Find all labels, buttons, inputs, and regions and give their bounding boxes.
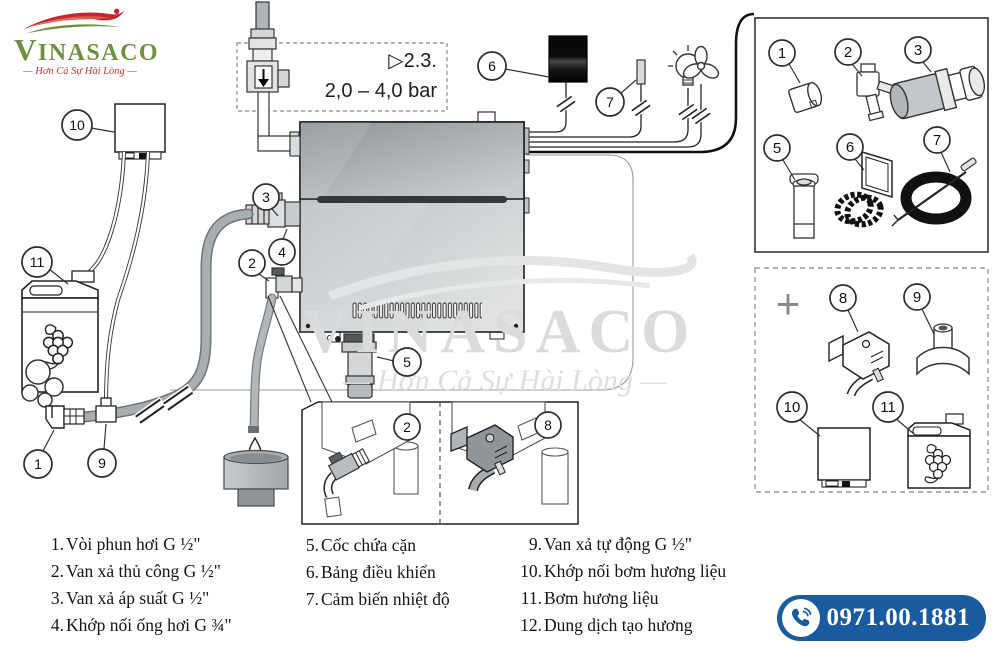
callout-9: 9 [87, 423, 117, 478]
plus-icon: + [776, 280, 801, 327]
control-panel-device [548, 35, 588, 83]
drain-funnel [223, 449, 289, 507]
callout-2: 2 [238, 249, 270, 282]
cable-bundle [524, 12, 755, 154]
svg-text:8: 8 [544, 417, 552, 433]
watermark-brand: VINASACO [303, 298, 698, 366]
svg-text:2: 2 [248, 255, 256, 271]
hotline-number: 0971.00.1881 [826, 604, 970, 631]
svg-text:5: 5 [403, 354, 411, 370]
steam-hose [78, 208, 254, 423]
callout-part-5: 5 [763, 134, 796, 181]
steam-puffs-icon [21, 359, 64, 408]
part-aroma-pump [817, 427, 871, 488]
callout-4: 4 [268, 228, 296, 266]
part-control-panel [834, 150, 893, 228]
callout-part-11: 11 [872, 391, 915, 435]
svg-text:2: 2 [403, 419, 411, 435]
svg-text:10: 10 [784, 399, 801, 416]
part-sediment-cup [789, 173, 819, 239]
svg-text:11: 11 [880, 399, 896, 416]
svg-text:1: 1 [778, 45, 786, 62]
aroma-tubes [84, 151, 150, 405]
tee-fitting [95, 397, 117, 423]
manual-drain-valve [265, 267, 303, 299]
svg-text:4: 4 [278, 244, 286, 260]
vinasaco-logo: VINASACO — Hơn Cả Sự Hài Lòng — [14, 6, 160, 77]
part-pressure-valve [889, 65, 986, 120]
callout-3: 3 [252, 183, 280, 217]
svg-text:6: 6 [488, 58, 496, 74]
callout-part-10: 10 [776, 391, 821, 437]
watermark-tagline: — Hơn Cả Sự Hài Lòng — [342, 364, 667, 397]
parts-panel-bottom: + [754, 267, 989, 493]
manual-valve-sketch [323, 448, 371, 498]
svg-text:11: 11 [30, 254, 45, 270]
part-temp-sensor [891, 157, 977, 227]
logo-brand: VINASACO [14, 32, 160, 67]
callout-part-1: 1 [768, 39, 801, 84]
svg-text:6: 6 [846, 139, 854, 156]
callout-part-2: 2 [834, 38, 863, 77]
svg-text:3: 3 [262, 189, 270, 205]
aroma-pump [114, 103, 166, 160]
callout-part-6: 6 [836, 133, 865, 171]
part-nozzle [788, 81, 823, 113]
watermark: VINASACO — Hơn Cả Sự Hài Lòng — [303, 253, 698, 397]
callout-8-detail: 8 [534, 411, 562, 439]
callout-part-9: 9 [903, 283, 935, 335]
callout-10: 10 [61, 109, 115, 141]
detail-panel: 2 8 [301, 401, 579, 525]
callout-1: 1 [23, 429, 55, 479]
parts-panel-top: 1 2 3 5 6 7 [754, 17, 989, 253]
phone-icon [781, 599, 820, 637]
pressure-range-label: 2,0 – 4,0 bar [325, 80, 438, 102]
part-aroma-jug [907, 413, 971, 489]
logo-tagline: — Hơn Cả Sự Hài Lòng — [23, 66, 137, 77]
svg-text:9: 9 [98, 455, 106, 471]
callout-part-3: 3 [904, 36, 932, 73]
hotline-badge[interactable]: 0971.00.1881 [776, 595, 986, 641]
svg-text:1: 1 [34, 456, 42, 472]
part-solenoid-valve [828, 331, 890, 397]
callout-11: 11 [21, 246, 69, 285]
svg-text:8: 8 [839, 290, 847, 307]
callout-part-8: 8 [829, 284, 859, 333]
svg-text:2: 2 [844, 44, 852, 61]
water-supply-valve [246, 1, 300, 156]
callout-7: 7 [595, 79, 637, 117]
aroma-jug [21, 270, 99, 393]
callout-5: 5 [376, 347, 422, 377]
sediment-cup [335, 333, 377, 399]
callout-6: 6 [477, 51, 550, 81]
callout-part-7: 7 [923, 126, 951, 173]
svg-text:10: 10 [69, 117, 85, 133]
temperature-sensor-device [636, 59, 646, 85]
svg-text:7: 7 [606, 94, 614, 110]
fan-icon [682, 45, 720, 79]
pressure-ref-label: ▷2.3. [388, 50, 437, 72]
svg-text:9: 9 [913, 289, 921, 306]
svg-text:3: 3 [914, 42, 922, 59]
steam-nozzle [45, 405, 85, 429]
part-saddle-clamp [916, 323, 970, 376]
drain-hose [248, 293, 277, 433]
callout-2-detail: 2 [393, 413, 421, 441]
svg-text:7: 7 [933, 132, 941, 149]
part-manual-valve [856, 63, 896, 122]
solenoid-valve-sketch [450, 424, 514, 492]
logo-swoosh-icon [22, 8, 125, 34]
pressure-note-box: ▷2.3. 2,0 – 4,0 bar [236, 42, 448, 112]
svg-text:5: 5 [773, 140, 781, 157]
